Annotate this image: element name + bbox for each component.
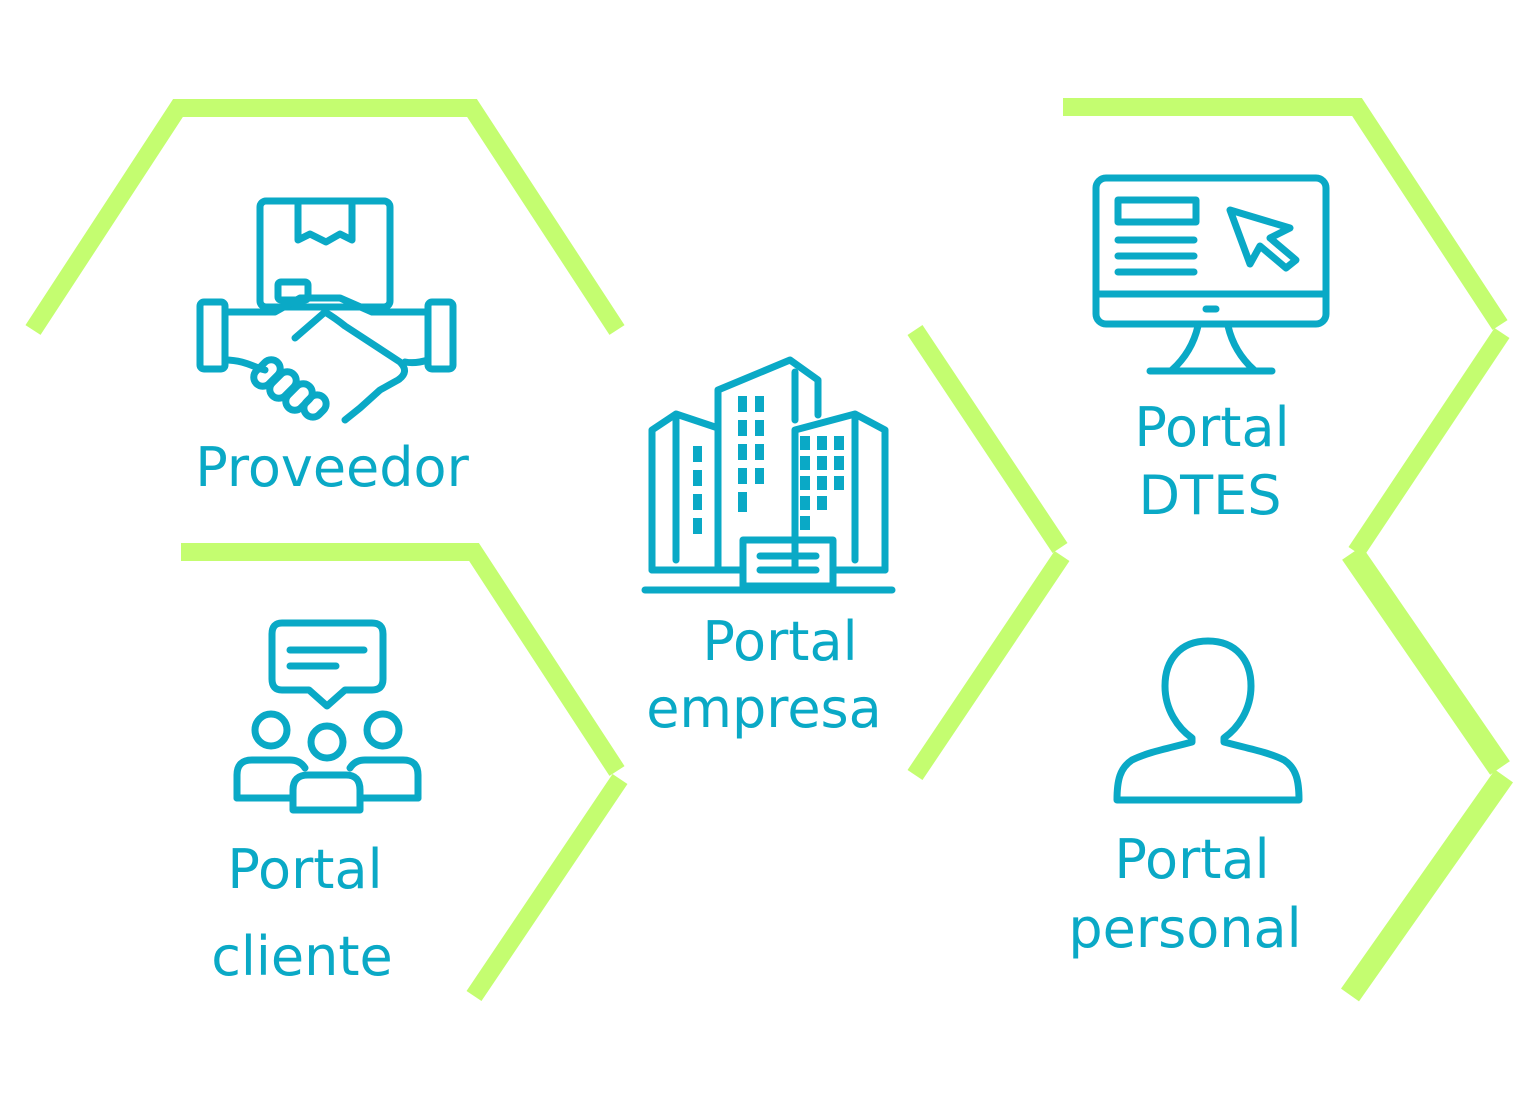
label-personal-line2: personal [1068, 897, 1301, 960]
label-empresa-line1: Portal [702, 610, 857, 673]
label-dtes-line2: DTES [1139, 464, 1282, 527]
frame-center-lower [907, 550, 1070, 781]
frame-center-upper [907, 325, 1068, 553]
label-cliente-line1: Portal [227, 838, 382, 901]
handshake-box-icon [196, 197, 457, 424]
label-personal-line1: Portal [1114, 828, 1269, 891]
frame-personal [1342, 546, 1510, 775]
frame-cliente [181, 543, 625, 776]
frame-proveedor [25, 99, 625, 335]
group-chat-icon [233, 619, 422, 814]
frame-dtes [1063, 98, 1508, 330]
label-proveedor: Proveedor [195, 436, 469, 499]
label-empresa-line2: empresa [646, 677, 882, 740]
monitor-cursor-icon [1092, 174, 1330, 375]
hex-frames [25, 98, 1513, 1002]
office-buildings-icon [641, 356, 896, 594]
label-dtes-line1: Portal [1134, 396, 1289, 459]
label-cliente-line2: cliente [211, 925, 393, 988]
frame-personal-lower [1341, 769, 1513, 1002]
frame-cliente-lower [466, 773, 628, 1002]
frame-dtes-lower [1348, 328, 1510, 557]
user-icon [1113, 637, 1303, 804]
